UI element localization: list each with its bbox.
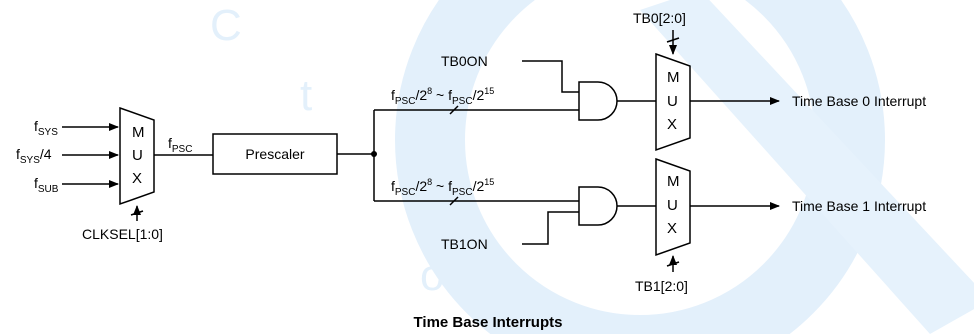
watermark-letter: o xyxy=(420,251,444,300)
bus-slash xyxy=(666,261,680,267)
prescaler-label: Prescaler xyxy=(245,146,304,162)
tb0-output-label: Time Base 0 Interrupt xyxy=(792,93,926,109)
input-label-fsys-div4: fSYS/4 xyxy=(16,146,52,166)
input-label-fsub: fSUB xyxy=(34,175,59,195)
tb1-mux xyxy=(655,157,691,257)
watermark-letter: C xyxy=(210,1,242,50)
bus-slash xyxy=(666,37,680,43)
mux-letter-u: U xyxy=(667,93,678,110)
bus-slash xyxy=(130,210,144,216)
diagram-title: Time Base Interrupts xyxy=(414,314,563,331)
mux-letter-x: X xyxy=(132,170,142,187)
mux-letter-u: U xyxy=(667,197,678,214)
mux-letter-m: M xyxy=(132,124,145,141)
watermark-logo: C t o xyxy=(210,0,974,334)
tb1on-label: TB1ON xyxy=(441,236,488,252)
mux-letter-u: U xyxy=(132,147,143,164)
tb0on-label: TB0ON xyxy=(441,53,488,69)
bus-slash xyxy=(449,105,459,115)
watermark-letter: t xyxy=(300,71,312,120)
mux-letter-m: M xyxy=(667,69,680,86)
tb1-select-label: TB1[2:0] xyxy=(635,278,688,294)
clksel-label: CLKSEL[1:0] xyxy=(82,226,163,242)
fpsc-label: fPSC xyxy=(168,135,192,155)
tb0-and-gate xyxy=(578,81,618,121)
tb0-range-label: fPSC/28 ~ fPSC/215 xyxy=(391,86,494,107)
tb1-and-gate xyxy=(578,186,618,226)
clock-source-mux xyxy=(119,106,155,206)
tb1-range-label: fPSC/28 ~ fPSC/215 xyxy=(391,177,494,198)
tb0-mux xyxy=(655,52,691,152)
input-label-fsys: fSYS xyxy=(34,118,58,138)
tb1on-wire xyxy=(522,211,579,245)
bus-slash xyxy=(449,196,459,206)
mux-letter-x: X xyxy=(667,220,677,237)
tb0-select-label: TB0[2:0] xyxy=(633,10,686,26)
tb0on-wire xyxy=(522,60,579,93)
mux-letter-x: X xyxy=(667,116,677,133)
tb1-output-label: Time Base 1 Interrupt xyxy=(792,198,926,214)
mux-letter-m: M xyxy=(667,173,680,190)
